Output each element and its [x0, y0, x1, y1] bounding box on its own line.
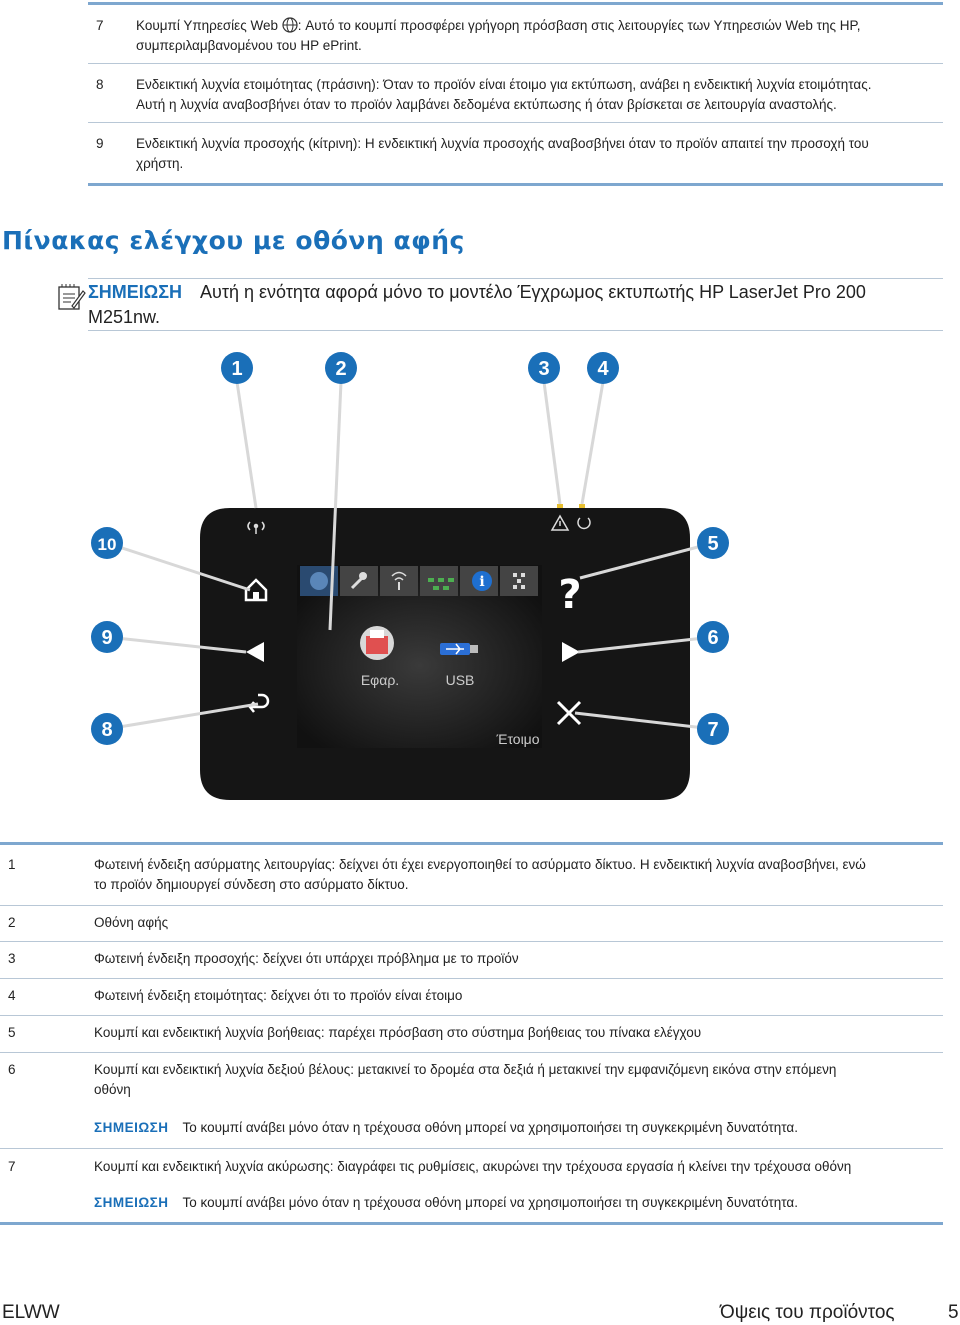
note-top-rule [88, 278, 943, 279]
table-top-border [0, 842, 943, 845]
callout-circle-4 [587, 352, 619, 384]
callout-circle-7 [697, 713, 729, 745]
item-number: 3 [8, 951, 16, 966]
item-text: Κουμπί και ενδεικτική λυχνία δεξιού βέλο… [94, 1062, 837, 1097]
callout-number-3: 3 [538, 358, 549, 380]
callout-circle-9 [91, 621, 123, 653]
apps-icon[interactable] [360, 626, 394, 660]
attention-light-icon [550, 514, 570, 531]
screen-icon-bar: i [300, 566, 538, 596]
callout-circle-1 [221, 352, 253, 384]
ready-label: Έτοιμο [495, 731, 539, 747]
note-text-cont: M251nw. [88, 307, 161, 327]
sub-note: ΣΗΜΕΙΩΣΗ Το κουμπί ανάβει μόνο όταν η τρέ… [94, 1195, 798, 1210]
wireless-icon[interactable] [380, 566, 418, 596]
callout-number-4: 4 [597, 358, 609, 380]
sub-note-label: ΣΗΜΕΙΩΣΗ [94, 1120, 169, 1135]
item-number: 9 [96, 136, 104, 151]
callout-number-2: 2 [335, 358, 346, 380]
sub-note-label: ΣΗΜΕΙΩΣΗ [94, 1195, 169, 1210]
table-bottom-border [88, 183, 943, 186]
row-divider [0, 1052, 943, 1053]
attention-led [557, 504, 563, 508]
table-top-border [88, 2, 943, 5]
item-text: Οθόνη αφής [94, 915, 169, 930]
item-number: 7 [8, 1159, 16, 1174]
usb-icon[interactable] [440, 643, 478, 655]
row-divider [0, 978, 943, 979]
footer-page-number: 5 [948, 1302, 959, 1323]
right-arrow-button[interactable] [562, 642, 580, 662]
callout-circle-8 [91, 713, 123, 745]
sub-note: ΣΗΜΕΙΩΣΗ Το κουμπί ανάβει μόνο όταν η τρέ… [94, 1120, 798, 1135]
row-divider [88, 63, 943, 64]
callout-circle-10 [91, 527, 123, 559]
callout-number-1: 1 [231, 358, 242, 380]
callout-number-9: 9 [101, 627, 112, 649]
callout-number-10: 10 [98, 535, 117, 554]
item-text: Ενδεικτική λυχνία ετοιμότητας (πράσινη):… [136, 77, 872, 112]
help-button[interactable]: ? [558, 572, 581, 618]
ready-light-icon [577, 517, 591, 530]
web-services-icon [282, 17, 298, 33]
item-number: 4 [8, 988, 16, 1003]
svg-text:i: i [479, 574, 484, 590]
note-icon [58, 284, 86, 310]
item-number: 8 [96, 77, 104, 92]
row-divider [0, 1015, 943, 1016]
callout-number-6: 6 [707, 627, 718, 649]
cancel-button[interactable] [556, 700, 582, 726]
callout-number-7: 7 [707, 719, 718, 741]
item-number: 7 [96, 18, 104, 33]
left-arrow-button[interactable] [246, 642, 264, 662]
note-bottom-rule [88, 330, 943, 331]
item-text: Φωτεινή ένδειξη ετοιμότητας: δείχνει ότι… [94, 988, 463, 1003]
footer-chapter-title: Όψεις του προϊόντος [720, 1302, 895, 1323]
note-label: ΣΗΜΕΙΩΣΗ [88, 282, 183, 302]
apps-label: Εφαρ. [361, 672, 399, 688]
item-text: Κουμπί και ενδεικτική λυχνία βοήθειας: π… [94, 1025, 702, 1040]
item-number: 6 [8, 1062, 16, 1077]
item-text: Κουμπί Υπηρεσίες Web : Αυτό το κουμπί πρ… [136, 17, 861, 53]
item-text: Φωτεινή ένδειξη προσοχής: δείχνει ότι υπ… [94, 951, 519, 966]
row-divider [0, 905, 943, 906]
row-divider [0, 941, 943, 942]
table-bottom-border [0, 1222, 943, 1225]
svg-text:?: ? [558, 572, 581, 618]
footer-doc-id: ELWW [2, 1302, 60, 1323]
callout-number-5: 5 [707, 533, 718, 555]
item-text: Ενδεικτική λυχνία προσοχής (κίτρινη): Η … [136, 136, 869, 171]
usb-label: USB [446, 672, 475, 688]
callout-number-8: 8 [101, 719, 112, 741]
ready-led [579, 504, 585, 508]
wireless-light-icon [247, 521, 265, 534]
item-number: 5 [8, 1025, 16, 1040]
control-panel-diagram: i Εφαρ. USB Έτοιμο ? [91, 352, 729, 800]
note-text: Αυτή η ενότητα αφορά μόνο το μοντέλο Έγχ… [200, 282, 866, 302]
note-block: ΣΗΜΕΙΩΣΗ Αυτή η ενότητα αφορά μόνο το μον… [88, 280, 943, 330]
sub-note-text: Το κουμπί ανάβει μόνο όταν η τρέχουσα οθ… [182, 1120, 798, 1135]
callout-markers: 1 2 3 4 5 6 7 8 9 10 [91, 352, 729, 745]
callout-circle-5 [697, 527, 729, 559]
callout-leaders [106, 381, 714, 731]
item-text: Φωτεινή ένδειξη ασύρματης λειτουργίας: δ… [94, 857, 866, 892]
item-number: 2 [8, 915, 16, 930]
callout-circle-3 [528, 352, 560, 384]
callout-circle-2 [325, 352, 357, 384]
sub-note-text: Το κουμπί ανάβει μόνο όταν η τρέχουσα οθ… [182, 1195, 798, 1210]
item-number: 1 [8, 857, 16, 872]
section-title: Πίνακας ελέγχου με οθόνη αφής [2, 226, 465, 255]
row-divider [0, 1148, 943, 1149]
home-button[interactable] [244, 578, 268, 602]
row-divider [88, 122, 943, 123]
callout-circle-6 [697, 621, 729, 653]
item-text: Κουμπί και ενδεικτική λυχνία ακύρωσης: δ… [94, 1159, 852, 1174]
